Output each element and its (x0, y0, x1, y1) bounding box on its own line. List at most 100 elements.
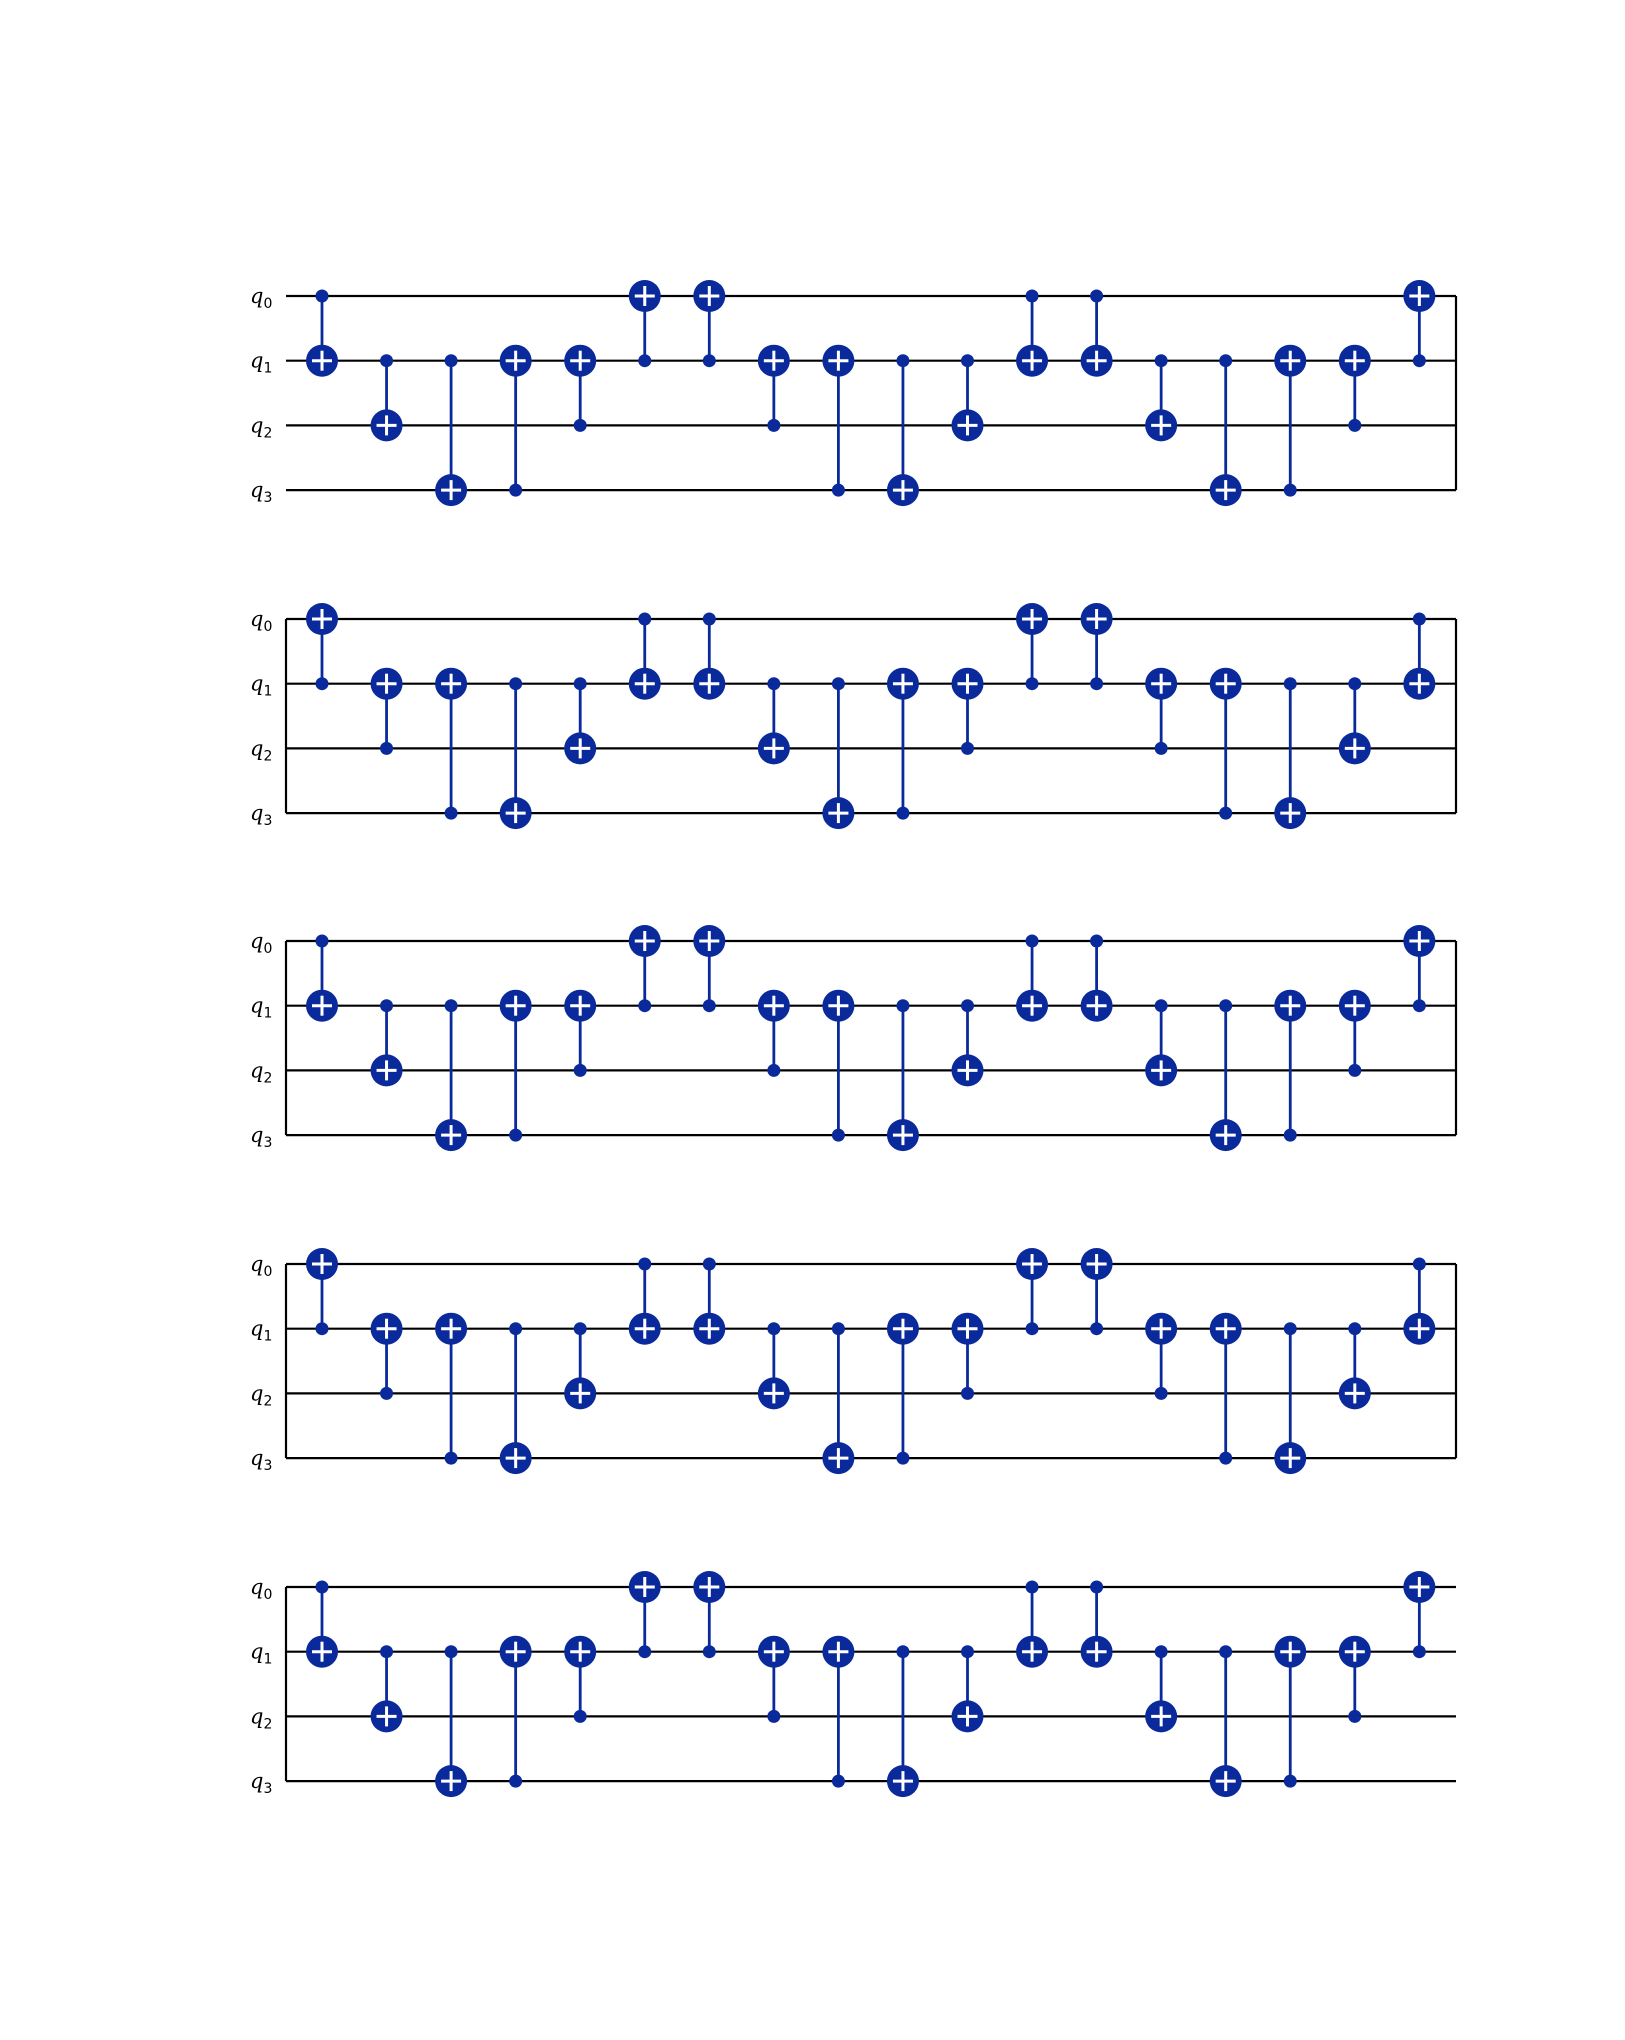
cnot-gate (628, 925, 661, 1013)
cnot-control-dot (896, 1645, 910, 1659)
cnot-gate (1080, 289, 1113, 377)
cnot-gate (1016, 934, 1049, 1022)
cnot-control-dot (1283, 1774, 1297, 1788)
cnot-gate (306, 289, 338, 377)
cnot-control-dot (702, 999, 716, 1013)
cnot-control-dot (1412, 999, 1426, 1013)
cnot-gate (435, 999, 468, 1152)
cnot-control-dot (831, 1774, 845, 1788)
cnot-control-dot (702, 612, 716, 626)
cnot-control-dot (1348, 1322, 1362, 1336)
cnot-gate (564, 989, 597, 1077)
cnot-control-dot (1025, 934, 1039, 948)
cnot-gate (1403, 280, 1436, 368)
cnot-gate (1274, 1635, 1307, 1788)
cnot-control-dot (509, 1774, 523, 1788)
cnot-gate (1080, 934, 1113, 1022)
cnot-gate (370, 1312, 403, 1400)
cnot-control-dot (380, 999, 394, 1013)
cnot-control-dot (444, 806, 458, 820)
cnot-gate (1209, 1645, 1242, 1798)
cnot-gate (822, 1635, 855, 1788)
cnot-gate (1209, 667, 1242, 820)
cnot-control-dot (1154, 1645, 1168, 1659)
cnot-gate (1145, 354, 1178, 442)
cnot-gate (822, 677, 855, 830)
cnot-control-dot (1219, 1451, 1233, 1465)
cnot-gate (1274, 989, 1307, 1142)
cnot-gate (1338, 989, 1371, 1077)
qubit-label: q2 (250, 736, 272, 764)
cnot-gate (628, 612, 661, 700)
cnot-gate (499, 344, 532, 497)
cnot-gate (886, 999, 919, 1152)
cnot-control-dot (702, 354, 716, 368)
cnot-control-dot (1219, 806, 1233, 820)
cnot-gate (1145, 1645, 1178, 1733)
cnot-gate (1145, 1312, 1178, 1400)
cnot-gate (499, 677, 532, 830)
cnot-control-dot (1348, 1063, 1362, 1077)
qubit-label: q0 (250, 1575, 272, 1603)
cnot-control-dot (1412, 1257, 1426, 1271)
cnot-gate (1016, 289, 1049, 377)
cnot-control-dot (831, 483, 845, 497)
cnot-gate (435, 667, 468, 820)
cnot-control-dot (1348, 1709, 1362, 1723)
cnot-control-dot (1412, 612, 1426, 626)
cnot-gate (370, 1645, 403, 1733)
qubit-label: q0 (250, 929, 272, 957)
cnot-gate (1016, 603, 1049, 691)
cnot-control-dot (1025, 1322, 1039, 1336)
qubit-label: q2 (250, 1381, 272, 1409)
cnot-control-dot (380, 1645, 394, 1659)
cnot-control-dot (896, 1451, 910, 1465)
qubit-label: q1 (250, 1317, 272, 1345)
cnot-gate (564, 677, 597, 765)
cnot-control-dot (831, 677, 845, 691)
cnot-gate (1338, 677, 1371, 765)
qubit-label: q3 (250, 1123, 272, 1151)
cnot-gate (628, 1571, 661, 1659)
cnot-gate (693, 280, 726, 368)
cnot-gate (1145, 999, 1178, 1087)
cnot-gate (1145, 667, 1178, 755)
cnot-control-dot (1219, 354, 1233, 368)
qubit-label: q1 (250, 672, 272, 700)
cnot-gate (1274, 677, 1307, 830)
cnot-control-dot (1090, 1580, 1104, 1594)
cnot-gate (306, 603, 338, 691)
cnot-control-dot (573, 677, 587, 691)
cnot-gate (951, 667, 984, 755)
cnot-gate (1080, 603, 1113, 691)
cnot-control-dot (380, 1386, 394, 1400)
cnot-control-dot (444, 1645, 458, 1659)
cnot-control-dot (509, 1128, 523, 1142)
cnot-control-dot (767, 1322, 781, 1336)
cnot-control-dot (509, 483, 523, 497)
cnot-control-dot (1348, 677, 1362, 691)
cnot-control-dot (1090, 934, 1104, 948)
cnot-control-dot (1283, 677, 1297, 691)
cnot-control-dot (702, 1257, 716, 1271)
cnot-control-dot (315, 677, 329, 691)
cnot-gate (1209, 1312, 1242, 1465)
cnot-control-dot (896, 806, 910, 820)
cnot-gate (757, 989, 790, 1077)
cnot-gate (951, 1312, 984, 1400)
cnot-gate (886, 354, 919, 507)
cnot-control-dot (961, 354, 974, 368)
cnot-control-dot (315, 934, 329, 948)
cnot-gate (886, 667, 919, 820)
cnot-control-dot (767, 677, 781, 691)
cnot-gate (886, 1312, 919, 1465)
cnot-control-dot (1219, 1645, 1233, 1659)
qubit-label: q2 (250, 1704, 272, 1732)
cnot-gate (886, 1645, 919, 1798)
cnot-gate (628, 1257, 661, 1345)
cnot-gate (822, 344, 855, 497)
cnot-gate (951, 1645, 984, 1733)
